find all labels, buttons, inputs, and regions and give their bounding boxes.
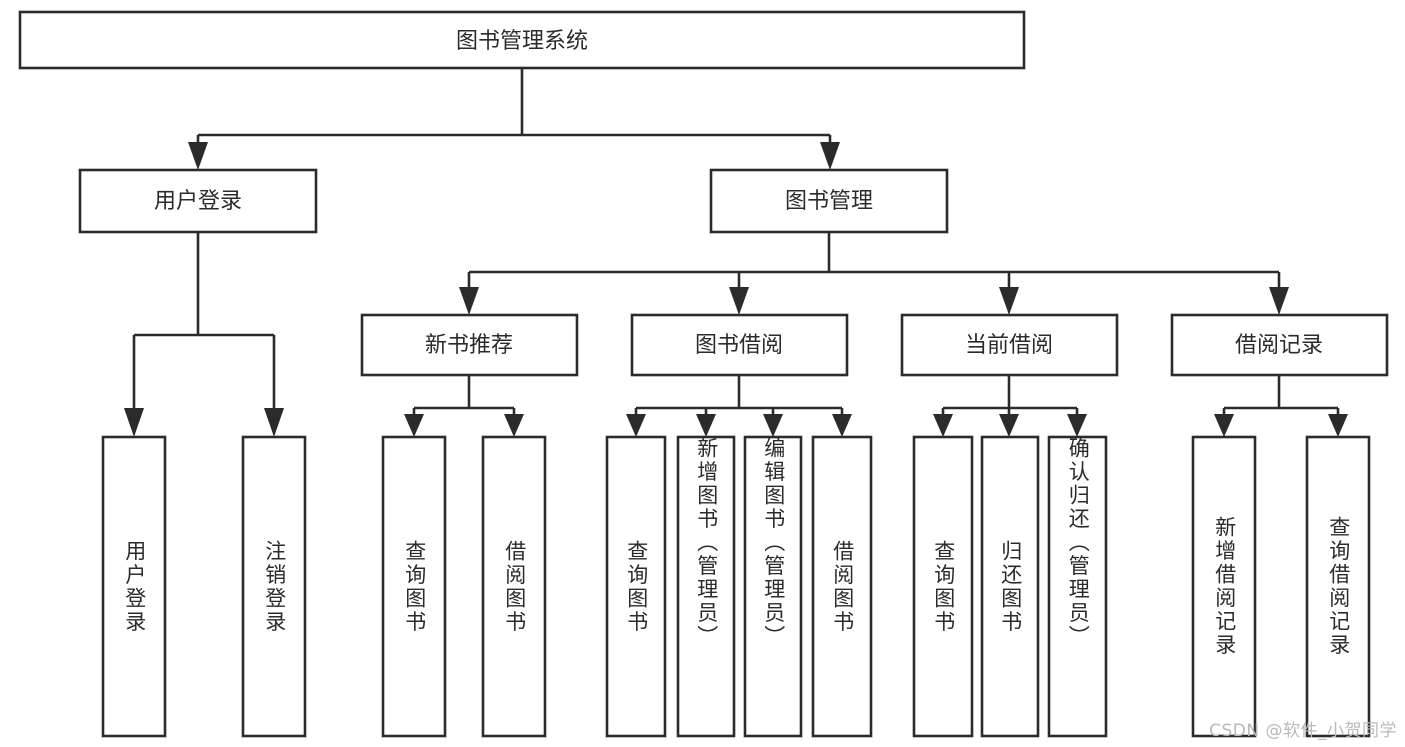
node-book-borrow-label: 图书借阅	[695, 333, 783, 358]
node-user-login-label: 用户登录	[154, 189, 242, 214]
node-book-borrow-box[interactable]	[630, 313, 849, 377]
csdn-watermark: CSDN @软件_小贺同学	[1209, 721, 1397, 741]
arrow-leaf-current-borrow-1	[933, 414, 953, 437]
arrow-leaf-book-borrow-3	[763, 414, 783, 437]
arrow-leaf-book-borrow-1	[626, 414, 646, 437]
arrow-to-book-borrow	[729, 287, 749, 315]
leaf-box-current-borrow-1[interactable]	[912, 435, 974, 738]
node-book-borrow[interactable]: 图书借阅	[630, 313, 849, 377]
node-current-borrow-label: 当前借阅	[965, 333, 1053, 358]
node-current-borrow-box[interactable]	[900, 313, 1119, 377]
arrow-to-new-book	[459, 287, 479, 315]
node-borrow-record-box[interactable]	[1170, 313, 1389, 377]
arrow-to-book-manage	[820, 142, 840, 170]
arrow-leaf-borrow-record-1	[1214, 414, 1234, 437]
node-new-book-label: 新书推荐	[425, 333, 513, 358]
leaf-box-book-borrow-1[interactable]	[605, 435, 667, 738]
node-book-manage[interactable]: 图书管理	[709, 168, 949, 234]
arrow-leaf-borrow-record-2	[1328, 414, 1348, 437]
leaf-box-user-login-1[interactable]	[101, 435, 167, 738]
leaf-box-user-login-2[interactable]	[241, 435, 307, 738]
arrow-leaf-current-borrow-3	[1067, 414, 1087, 437]
arrow-leaf-new-book-1	[404, 414, 424, 437]
arrow-leaf-book-borrow-4	[832, 414, 852, 437]
arrow-leaf-user-login-2	[264, 408, 284, 437]
arrow-leaf-current-borrow-2	[999, 414, 1019, 437]
leaf-box-current-borrow-2[interactable]	[980, 435, 1040, 738]
arrow-to-user-login	[188, 142, 208, 170]
node-root[interactable]: 图书管理系统	[18, 10, 1026, 70]
arrow-to-borrow-record	[1269, 287, 1289, 315]
leaf-box-book-borrow-2[interactable]	[676, 435, 736, 738]
arrow-leaf-new-book-2	[504, 414, 524, 437]
leaf-box-borrow-record-1[interactable]	[1191, 435, 1257, 738]
node-book-manage-box[interactable]	[709, 168, 949, 234]
leaf-box-new-book-2[interactable]	[481, 435, 547, 738]
leaf-box-book-borrow-3[interactable]	[743, 435, 803, 738]
arrow-leaf-user-login-1	[124, 408, 144, 437]
leaf-box-current-borrow-3[interactable]	[1047, 435, 1108, 738]
node-new-book[interactable]: 新书推荐	[360, 313, 579, 377]
node-book-manage-label: 图书管理	[785, 189, 873, 214]
node-current-borrow[interactable]: 当前借阅	[900, 313, 1119, 377]
node-root-box[interactable]	[18, 10, 1026, 70]
node-root-label: 图书管理系统	[456, 29, 588, 54]
node-borrow-record[interactable]: 借阅记录	[1170, 313, 1389, 377]
leaf-box-borrow-record-2[interactable]	[1305, 435, 1371, 738]
arrow-leaf-book-borrow-2	[696, 414, 716, 437]
leaf-box-new-book-1[interactable]	[381, 435, 447, 738]
arrow-to-current-borrow	[999, 287, 1019, 315]
node-borrow-record-label: 借阅记录	[1235, 333, 1323, 358]
leaf-box-book-borrow-4[interactable]	[811, 435, 873, 738]
node-new-book-box[interactable]	[360, 313, 579, 377]
node-user-login[interactable]: 用户登录	[78, 168, 318, 234]
